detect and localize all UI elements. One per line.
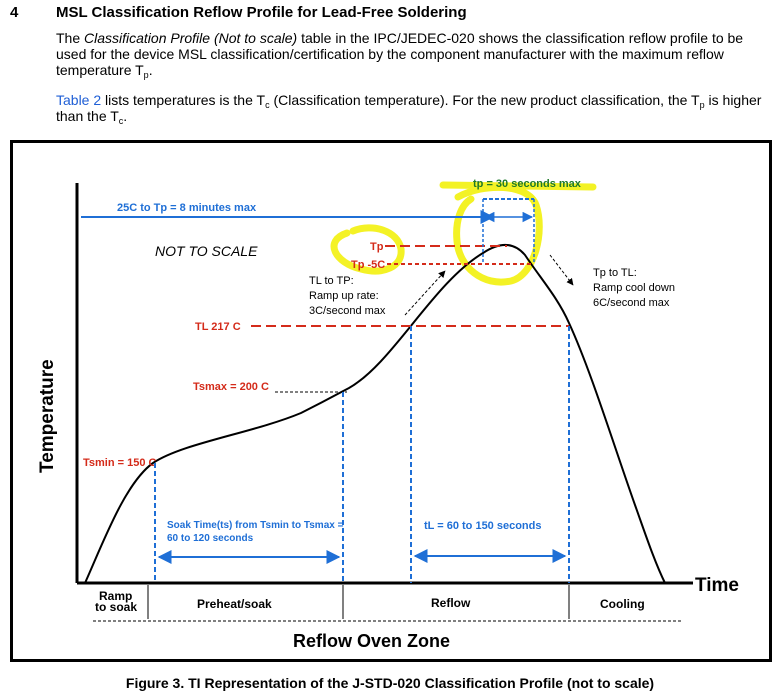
reflow-profile-diagram: Temperature Time Tp Tp -5C TL 217 C Tsma… [37,178,739,651]
tl-to-tp-label: TL to TP: Ramp up rate: 3C/second max [309,275,386,317]
p1-post: table in the IPC/JEDEC-020 shows the cla… [56,30,744,78]
tp-to-tl-line1: Tp to TL: [593,267,637,279]
p2-mid2: is higher than the T [56,92,762,124]
soak-time-line2: 60 to 120 seconds [167,533,254,544]
tsmax-label: Tsmax = 200 C [193,381,269,393]
time-markers [154,326,570,583]
highlight-tp-time [439,181,597,191]
tl-time-label: tL = 60 to 150 seconds [424,520,542,532]
p2-end: . [123,108,128,124]
p1-pre: The [56,30,85,46]
p2-mid: (Classification temperature). For the ne… [269,92,700,108]
p2-sub1: c [265,100,270,110]
tp-time-label: tp = 30 seconds max [473,178,582,190]
tl-temp-label: TL 217 C [195,321,241,333]
reflow-profile-curve [84,244,666,584]
table2-link[interactable]: Table 2 [56,92,102,108]
zone-preheat-soak: Preheat/soak [197,597,272,611]
p1-end: . [148,62,153,78]
tp-label: Tp [370,241,384,253]
p2-pre: lists temperatures is the T [101,92,266,108]
ramp-total-label: 25C to Tp = 8 minutes max [117,202,257,214]
tl-to-tp-line3: 3C/second max [309,305,386,317]
tp-to-tl-label: Tp to TL: Ramp cool down 6C/second max [593,267,678,309]
zone-ramp-line1: Ramp [99,589,132,603]
zone-strip [93,585,683,622]
tp-to-tl-line3: 6C/second max [593,297,670,309]
paragraph-table2: Table 2 lists temperatures is the Tc (Cl… [56,92,768,126]
tp-minus5-label: Tp -5C [351,259,385,271]
soak-time-label: Soak Time(ts) from Tsmin to Tsmax = 60 t… [167,520,346,544]
p2-sub2: p [699,100,705,110]
not-to-scale-label: NOT TO SCALE [155,243,258,259]
zone-ramp-to-soak: Ramp to soak [95,589,137,614]
zone-ramp-line2: to soak [95,600,137,614]
y-axis-label: Temperature [37,359,58,473]
highlight-circle-tp [330,224,405,275]
p1-emphasis: Classification Profile (Not to scale) [84,30,298,46]
zone-cooling: Cooling [600,597,645,611]
zone-title: Reflow Oven Zone [293,631,450,651]
soak-time-line1: Soak Time(ts) from Tsmin to Tsmax = [167,520,344,531]
x-axis-label: Time [695,575,739,596]
section-number: 4 [10,4,19,21]
highlight-circle-peak [453,183,543,286]
p1-sub: p [143,70,149,80]
section-title: MSL Classification Reflow Profile for Le… [56,4,467,21]
reflow-profile-figure: Temperature Time Tp Tp -5C TL 217 C Tsma… [10,140,772,662]
paragraph-classification-profile: The Classification Profile (Not to scale… [56,30,768,80]
tl-to-tp-line1: TL to TP: [309,275,354,287]
zone-reflow: Reflow [431,596,471,610]
tl-to-tp-line2: Ramp up rate: [309,290,379,302]
p2-sub3: c [118,116,124,126]
tp-to-tl-line2: Ramp cool down [593,282,675,294]
temperature-lines [251,245,569,327]
highlight-annotations [330,181,597,286]
cool-down-arrow [549,254,574,286]
tsmin-label: Tsmin = 150 C [83,457,157,469]
figure-caption: Figure 3. TI Representation of the J-STD… [125,675,655,691]
